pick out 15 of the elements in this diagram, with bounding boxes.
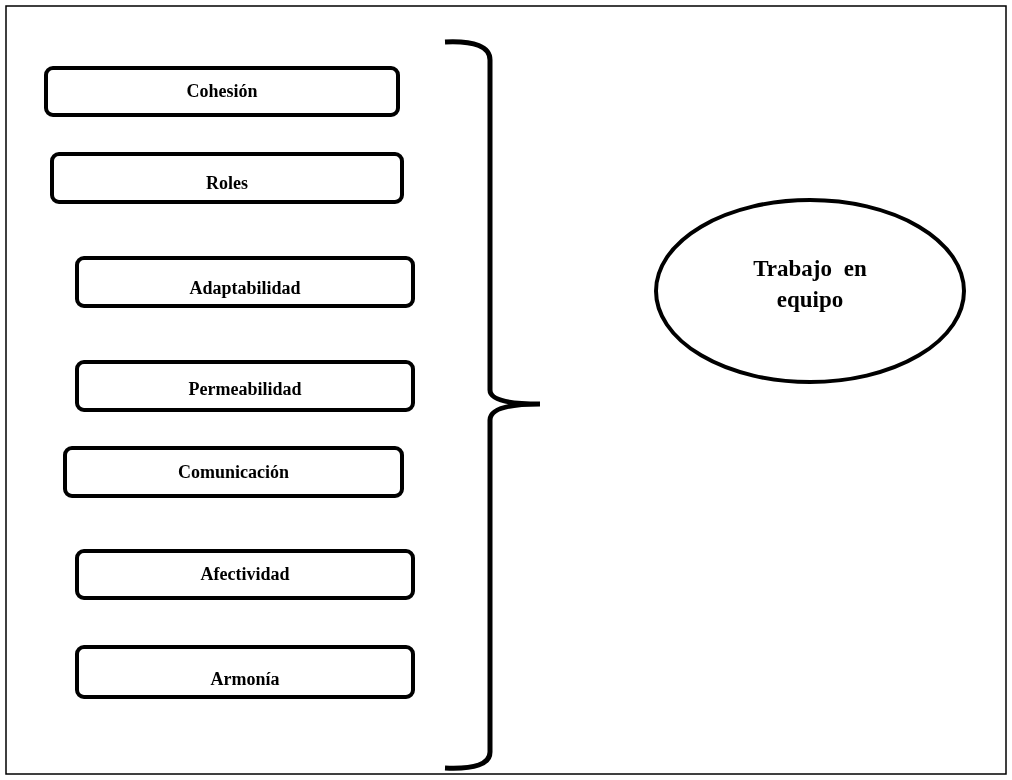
node-label: Armonía (210, 668, 280, 690)
node-label: Adaptabilidad (189, 277, 301, 299)
node-label: Afectividad (200, 564, 290, 585)
node-label: Cohesión (186, 81, 258, 102)
node-label: Roles (206, 172, 248, 194)
rounded-box (50, 152, 404, 204)
rounded-box (75, 645, 415, 699)
rounded-box (75, 549, 415, 600)
node-label: Comunicación (178, 461, 289, 483)
rounded-box (63, 446, 404, 498)
node-label: Permeabilidad (188, 378, 302, 400)
rounded-box (75, 360, 415, 412)
rounded-box (75, 256, 415, 308)
rounded-box (44, 66, 400, 117)
node-label: Trabajo en equipo (752, 254, 868, 314)
